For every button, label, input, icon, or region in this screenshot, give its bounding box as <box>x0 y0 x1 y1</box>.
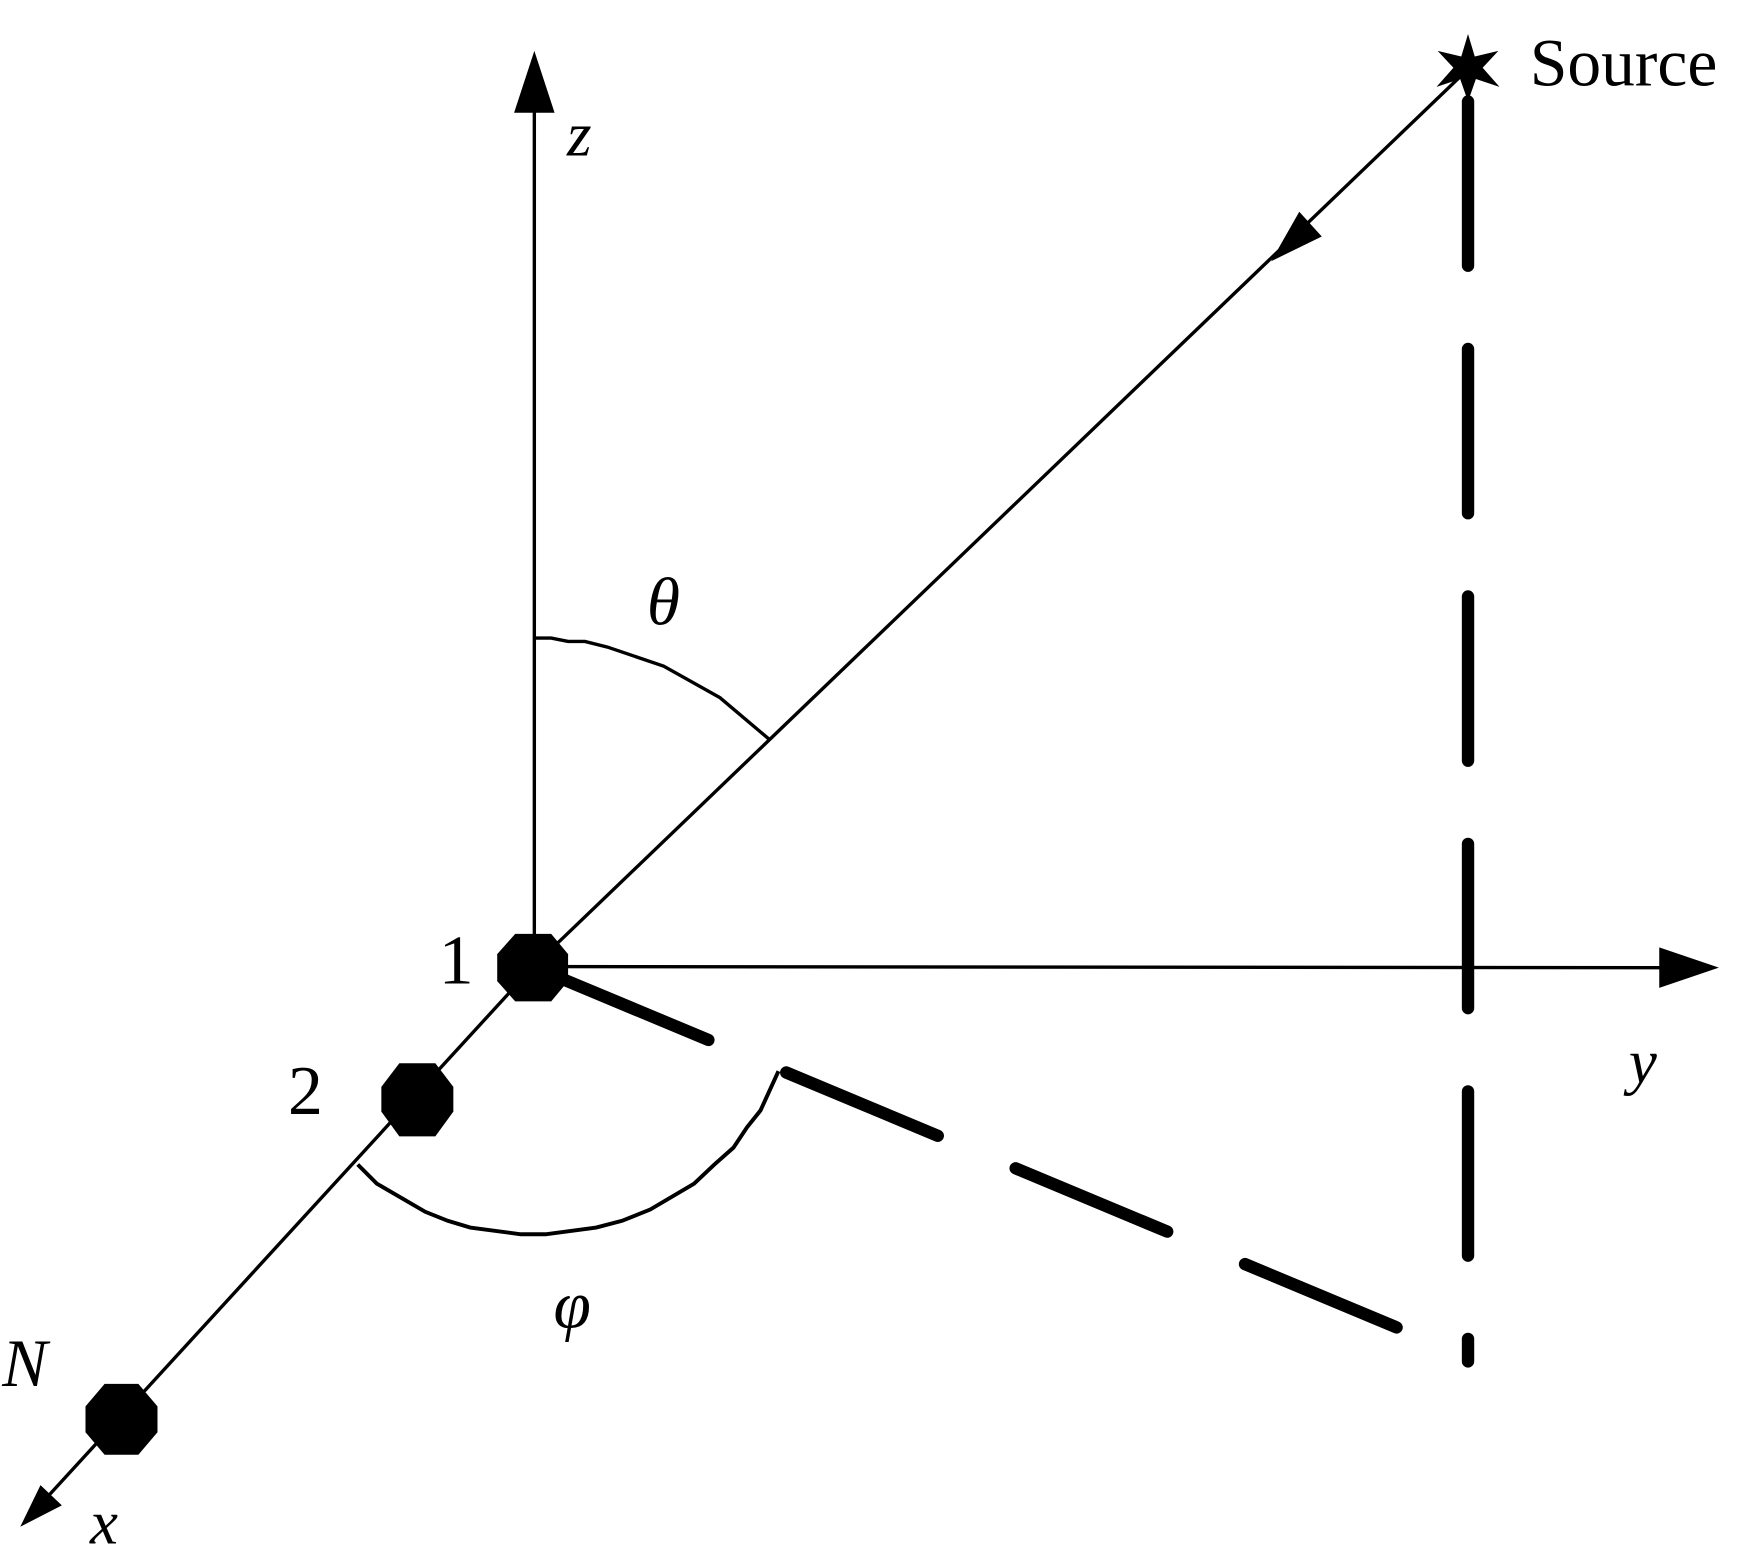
theta-arc <box>534 636 772 742</box>
theta-label: θ <box>647 565 680 640</box>
phi-arc <box>356 1070 781 1237</box>
incidence-arrowhead <box>1271 211 1322 262</box>
y-axis-label: y <box>1623 1026 1657 1096</box>
source-ray <box>533 73 1464 967</box>
sensor-node-2 <box>381 1063 454 1137</box>
phi-label: φ <box>553 1268 590 1343</box>
y-axis-arrowhead <box>1659 947 1719 988</box>
sensor-node-1 <box>497 933 569 1002</box>
node-1-label: 1 <box>439 922 474 999</box>
y-axis <box>534 964 1677 970</box>
source-label: Source <box>1530 26 1717 101</box>
source-star-icon <box>1436 33 1500 102</box>
x-axis-label: x <box>89 1488 118 1554</box>
z-axis-arrowhead <box>514 50 555 113</box>
x-axis-arrowhead <box>20 1485 62 1527</box>
node-2-label: 2 <box>288 1053 323 1130</box>
sensor-node-n <box>85 1383 158 1455</box>
z-axis-label: z <box>566 99 592 169</box>
node-n-label: N <box>1 1326 51 1401</box>
azimuth-projection-dashed <box>550 970 1404 1334</box>
